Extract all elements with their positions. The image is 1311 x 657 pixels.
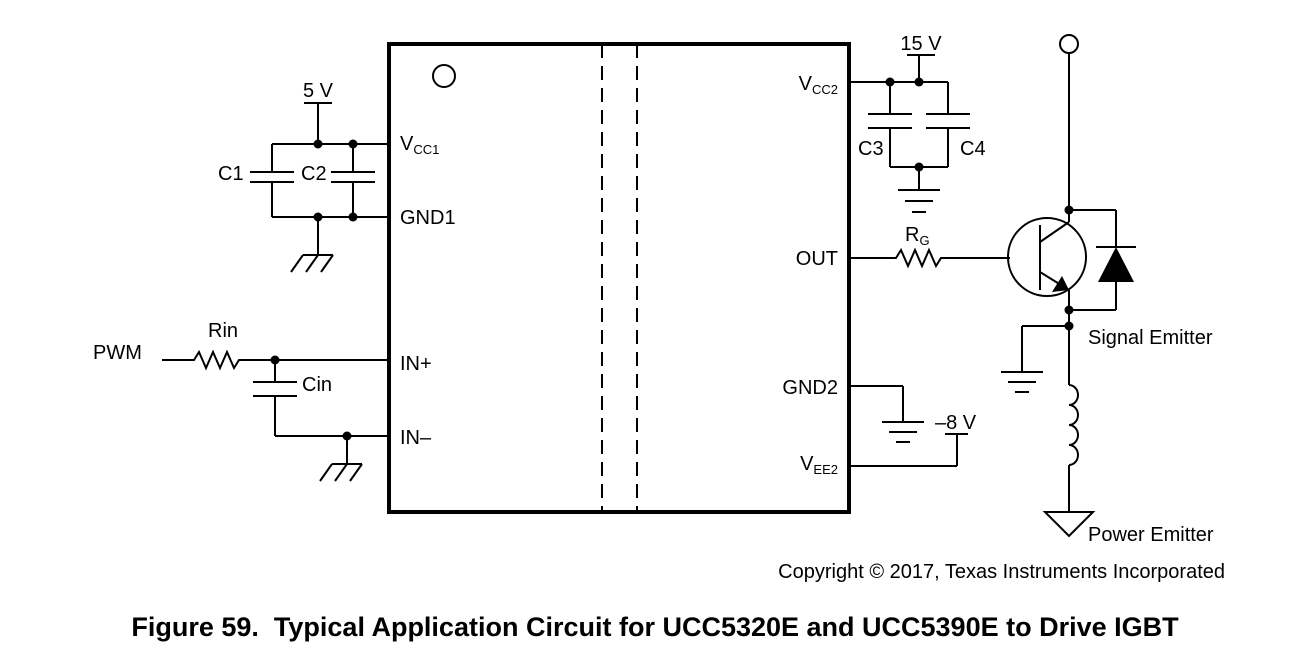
- pin-vee2-label: VEE2: [800, 453, 838, 477]
- vcc2-supply: 15 V: [900, 33, 942, 82]
- ground-icon: [1001, 325, 1069, 393]
- copyright-text: Copyright © 2017, Texas Instruments Inco…: [778, 561, 1225, 583]
- vcc1-supply-label: 5 V: [303, 80, 334, 102]
- power-emitter-label: Power Emitter: [1088, 524, 1214, 546]
- pwm-label: PWM: [93, 342, 142, 364]
- pin-vcc2-label: VCC2: [799, 73, 838, 97]
- pin-in-plus-label: IN+: [400, 353, 432, 375]
- resistor-rg: [849, 247, 1010, 269]
- chassis-ground-icon: [290, 217, 334, 273]
- c4-label: C4: [960, 138, 986, 160]
- pin-vcc1-label: VCC1: [400, 133, 439, 157]
- junction-dot: [348, 139, 358, 149]
- vee2-supply: [849, 433, 968, 467]
- c2-label: C2: [301, 163, 327, 185]
- resistor-rin: [162, 349, 389, 371]
- freewheel-diode-icon: [1069, 209, 1136, 311]
- pin-in-minus-label: IN–: [400, 427, 432, 449]
- collector-terminal-icon: [1059, 34, 1079, 54]
- vcc1-supply: 5 V: [303, 80, 334, 144]
- capacitor-c3: [868, 82, 912, 167]
- capacitor-c4: [926, 82, 970, 167]
- rin-label: Rin: [208, 320, 238, 342]
- cin-label: Cin: [302, 374, 332, 396]
- junction-dot: [885, 77, 895, 87]
- signal-emitter-label: Signal Emitter: [1088, 327, 1213, 349]
- junction-dot: [914, 77, 924, 87]
- junction-dot: [313, 139, 323, 149]
- stray-inductor-icon: [1068, 310, 1079, 512]
- pin1-marker: [432, 64, 456, 88]
- vcc2-supply-label: 15 V: [900, 33, 942, 55]
- vee2-supply-label: –8 V: [935, 412, 977, 434]
- rg-label: RG: [905, 224, 930, 248]
- ground-icon: [898, 167, 940, 213]
- ground-icon: [882, 386, 924, 443]
- ic-body: [387, 42, 851, 514]
- c3-label: C3: [858, 138, 884, 160]
- chassis-ground-icon: [319, 436, 363, 482]
- pin-out-label: OUT: [796, 248, 838, 270]
- igbt-transistor-icon: [1007, 210, 1087, 312]
- capacitor-cin: [253, 360, 389, 437]
- capacitor-c2: [331, 144, 375, 217]
- junction-dot: [348, 212, 358, 222]
- c1-label: C1: [218, 163, 244, 185]
- power-emitter-ground-icon: [1042, 511, 1096, 538]
- capacitor-c1: [250, 144, 294, 217]
- pin-gnd2-label: GND2: [782, 377, 838, 399]
- figure-caption: Figure 59. Typical Application Circuit f…: [131, 612, 1179, 642]
- pin-gnd1-label: GND1: [400, 207, 456, 229]
